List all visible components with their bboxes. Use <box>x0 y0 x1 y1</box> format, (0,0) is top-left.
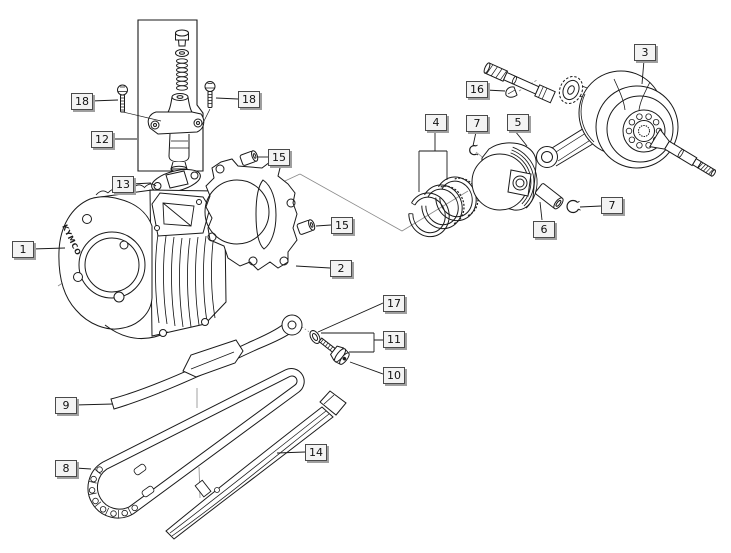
callout-3[interactable]: 3 <box>634 44 656 61</box>
callout-18-right[interactable]: 18 <box>238 91 260 108</box>
callout-15-top[interactable]: 15 <box>268 149 290 166</box>
mounting-bolt-right-drawing <box>204 81 216 108</box>
tensioner-bolt-drawing <box>318 337 350 365</box>
callout-9[interactable]: 9 <box>55 397 77 414</box>
woodruff-key-drawing <box>505 86 518 98</box>
dowel-pin-top-drawing <box>239 150 259 166</box>
tensioner-spring <box>176 58 188 91</box>
callout-18-left[interactable]: 18 <box>71 93 93 110</box>
cam-chain-drawing <box>87 367 305 519</box>
callout-11[interactable]: 11 <box>383 331 405 348</box>
head-gasket-drawing <box>204 158 298 271</box>
piston-drawing <box>471 142 538 211</box>
callout-12[interactable]: 12 <box>91 131 113 148</box>
mounting-bolt-left-drawing <box>117 84 128 113</box>
chain-guide-drawing <box>165 390 347 540</box>
callout-7-right[interactable]: 7 <box>601 197 623 214</box>
callout-13[interactable]: 13 <box>112 176 134 193</box>
piston-rings-drawing <box>408 176 479 238</box>
crankshaft-drawing <box>483 62 717 177</box>
callout-14[interactable]: 14 <box>305 444 327 461</box>
callout-5[interactable]: 5 <box>507 114 529 131</box>
circlip-left-drawing <box>469 144 479 156</box>
callout-10[interactable]: 10 <box>383 367 405 384</box>
callout-8[interactable]: 8 <box>55 460 77 477</box>
sealing-washer-drawing <box>309 330 321 344</box>
tensioner-boundary-box <box>137 19 204 172</box>
callout-6[interactable]: 6 <box>533 221 555 238</box>
callout-1[interactable]: 1 <box>12 241 34 258</box>
cylinder-drawing: KYMCO <box>58 183 227 340</box>
piston-pin-drawing <box>535 183 564 210</box>
callout-16[interactable]: 16 <box>466 81 488 98</box>
callout-2[interactable]: 2 <box>330 260 352 277</box>
circlip-right-drawing <box>566 199 581 214</box>
callout-4[interactable]: 4 <box>425 114 447 131</box>
callout-17[interactable]: 17 <box>383 295 405 312</box>
cam-chain-tensioner-drawing <box>122 19 211 173</box>
tensioner-arm-drawing <box>110 314 303 410</box>
callout-15-bottom[interactable]: 15 <box>331 217 353 234</box>
callout-7-left[interactable]: 7 <box>466 115 488 132</box>
dowel-pin-bottom-drawing <box>296 219 316 235</box>
leader-lines <box>31 59 645 470</box>
tensioner-gasket-drawing <box>151 169 201 193</box>
